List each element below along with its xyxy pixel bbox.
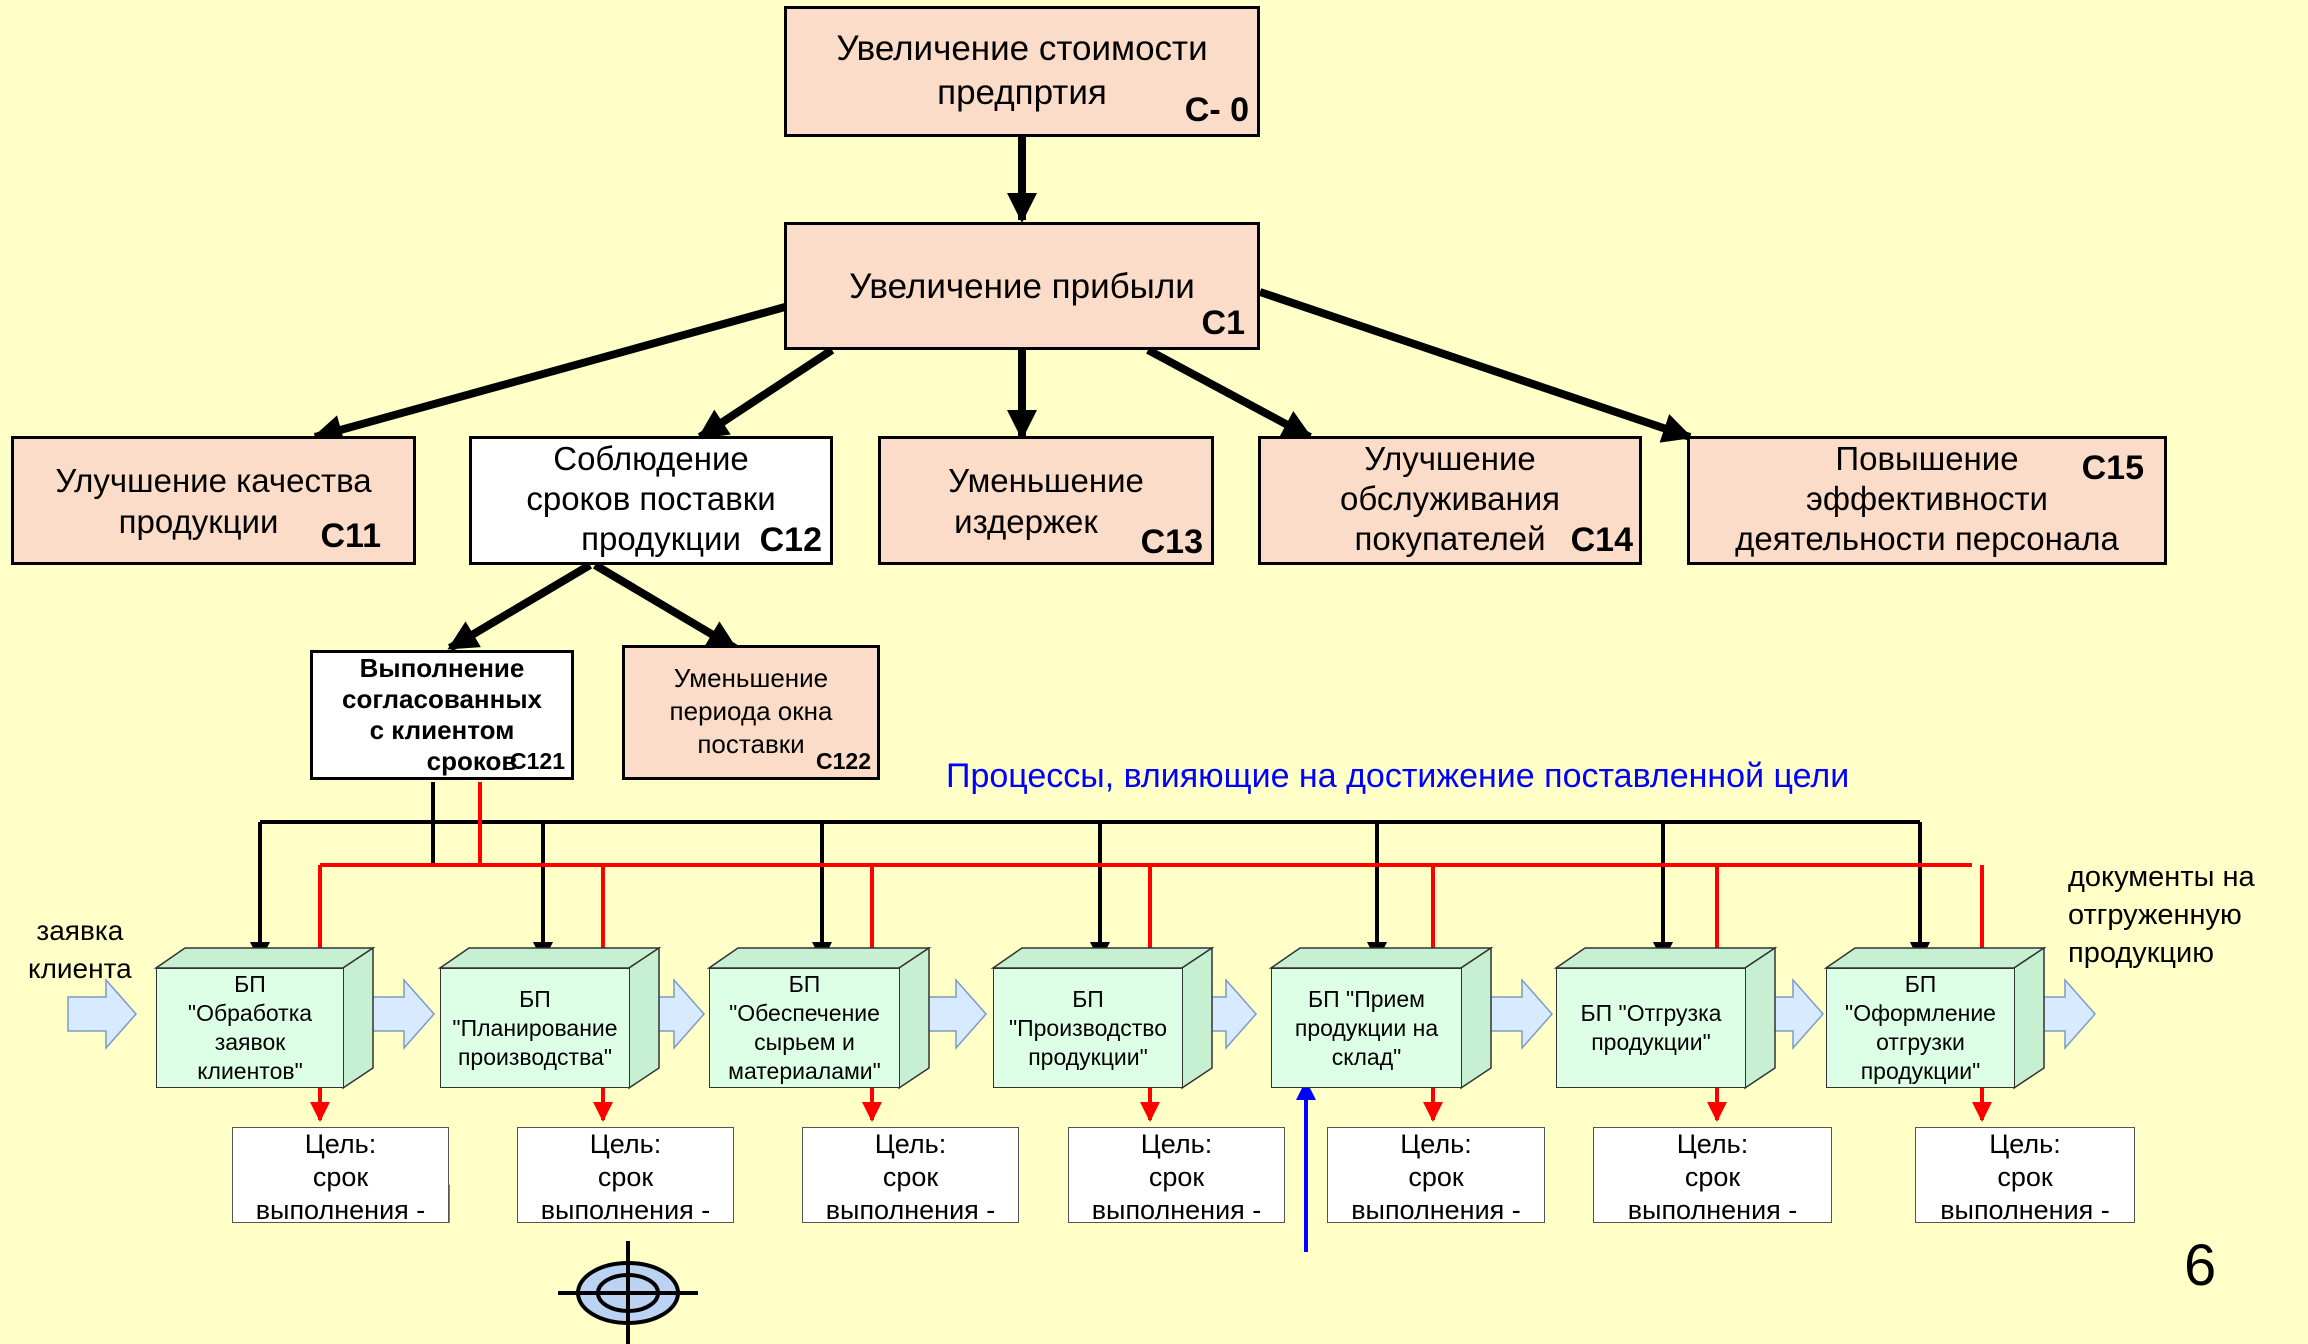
goal-c13-line2: издержек: [954, 503, 1098, 540]
goal-c11-line2: продукции: [118, 503, 279, 540]
target-note-line3: выполнения -: [1940, 1195, 2110, 1225]
target-note-line2: срок: [312, 1162, 369, 1192]
target-note-line1: Цель:: [1400, 1129, 1472, 1159]
input-label: заявка клиента: [28, 912, 132, 988]
target-note-line2: срок: [1684, 1162, 1741, 1192]
goal-c13-code: С13: [1140, 523, 1203, 561]
target-note-line1: Цель:: [304, 1129, 377, 1159]
goal-c14-line1: Улучшение: [1364, 440, 1536, 477]
goal-c15: Повышение эффективности деятельности пер…: [1687, 436, 2167, 565]
goal-c0-line1: Увеличение стоимости: [836, 29, 1208, 68]
goal-c0: Увеличение стоимости предпртия С- 0: [784, 6, 1260, 137]
target-note-line2: срок: [1148, 1162, 1205, 1192]
goal-c13-line1: Уменьшение: [948, 462, 1144, 499]
process-block: БП "Оформление отгрузки продукции": [1826, 968, 2015, 1088]
goal-c121: Выполнение согласованных с клиентом срок…: [310, 650, 574, 780]
arrow-c1-to-c14: [1146, 346, 1313, 441]
target-note: Цель: срок выполнения -: [517, 1127, 734, 1225]
arrow-c1-to-c12: [697, 346, 835, 441]
process-block: БП "Производство продукции": [993, 968, 1183, 1088]
goal-c14-line3: покупателей: [1354, 520, 1546, 557]
goal-c14-line2: обслуживания: [1339, 480, 1561, 517]
flow-arrow-5: [1483, 978, 1554, 1050]
goal-c121-line4: сроков: [426, 746, 518, 776]
target-note-line3: выполнения -: [1627, 1195, 1798, 1225]
page-number: 6: [2184, 1233, 2217, 1298]
input-label-line2: клиента: [28, 953, 132, 984]
goal-c12-code: С12: [759, 521, 822, 559]
target-note-line3: выполнения -: [825, 1195, 996, 1225]
target-note-line3: выполнения -: [1351, 1195, 1521, 1225]
goal-c15-line1: Повышение: [1835, 440, 2019, 477]
goal-c12: Соблюдение сроков поставки продукции С12: [469, 436, 833, 565]
target-note: Цель: срок выполнения -: [1068, 1127, 1285, 1225]
goal-c122-line2: периода окна: [669, 696, 833, 726]
process-block: БП "Отгрузка продукции": [1556, 968, 1746, 1088]
arrow-c12-to-c122: [592, 561, 738, 652]
target-note-line2: срок: [597, 1162, 654, 1192]
target-note-line1: Цель:: [874, 1129, 947, 1159]
goal-c1-label: Увеличение прибыли: [849, 267, 1195, 306]
goal-c12-line1: Соблюдение: [553, 440, 749, 477]
target-note: Цель: срок выполнения -: [1593, 1127, 1832, 1225]
goal-c1: Увеличение прибыли С1: [784, 222, 1260, 350]
output-label-line2: отгруженную: [2068, 899, 2242, 931]
black-distribution-lines: [258, 782, 1930, 962]
goal-c122-line3: поставки: [697, 729, 805, 759]
output-label-line3: продукцию: [2068, 937, 2214, 969]
crosshair-target-icon: [558, 1241, 698, 1344]
target-note-line1: Цель:: [589, 1129, 662, 1159]
goal-c1-code: С1: [1201, 304, 1245, 342]
target-note-line2: срок: [1997, 1162, 2053, 1192]
goal-c12-line3: продукции: [581, 520, 741, 557]
target-note-line1: Цель:: [1989, 1129, 2061, 1159]
goal-c0-code: С- 0: [1184, 91, 1249, 129]
target-note-line3: выполнения -: [1091, 1195, 1262, 1225]
goal-c14-code: С14: [1570, 521, 1633, 559]
process-block: БП "Обработка заявок клиентов": [156, 968, 344, 1088]
target-note: Цель: срок выполнения -: [802, 1127, 1019, 1225]
target-note-line3: выполнения -: [255, 1195, 426, 1225]
goal-c15-line2: эффективности: [1805, 480, 2048, 517]
process-block: БП "Прием продукции на склад": [1271, 968, 1462, 1088]
output-label: документы на отгруженную продукцию: [2068, 858, 2255, 972]
goal-c121-line2: согласованных: [341, 684, 542, 714]
flow-arrow-1: [365, 978, 436, 1050]
goal-c122: Уменьшение периода окна поставки С122: [622, 645, 880, 780]
process-block: БП "Планирование производства": [440, 968, 630, 1088]
goal-c121-line3: с клиентом: [369, 715, 515, 745]
target-note-line2: срок: [1408, 1162, 1464, 1192]
target-note: Цель: срок выполнения -: [1915, 1127, 2135, 1225]
processes-heading: Процессы, влияющие на достижение поставл…: [946, 757, 1850, 795]
target-note-line1: Цель:: [1140, 1129, 1213, 1159]
goal-c122-code: С122: [816, 748, 871, 774]
process-block: БП "Обеспечение сырьем и материалами": [709, 968, 900, 1088]
flow-arrow-input: [67, 978, 138, 1050]
goal-c13: Уменьшение издержек С13: [878, 436, 1214, 565]
goal-c122-line1: Уменьшение: [673, 663, 829, 693]
target-note-line3: выполнения -: [540, 1195, 711, 1225]
input-label-line1: заявка: [36, 915, 124, 946]
process-block-sides: [153, 946, 2047, 1090]
goal-c11-line1: Улучшение качества: [55, 462, 372, 499]
goal-c0-line2: предпртия: [937, 73, 1107, 112]
arrow-c1-to-c15: [1258, 288, 1693, 443]
goal-c12-line2: сроков поставки: [526, 480, 776, 517]
goal-c121-line1: Выполнение: [359, 653, 525, 683]
target-note: Цель: срок выполнения -: [1327, 1127, 1545, 1225]
goal-c11: Улучшение качества продукции С11: [11, 436, 416, 565]
goal-c15-line3: деятельности персонала: [1735, 520, 2119, 557]
target-note-line2: срок: [882, 1162, 939, 1192]
goal-c14: Улучшение обслуживания покупателей С14: [1258, 436, 1642, 565]
goal-tree-arrows: [312, 135, 1693, 652]
goal-c11-code: С11: [320, 517, 382, 555]
target-note: Цель: срок выполнения -: [232, 1127, 449, 1225]
arrow-c1-to-c11: [312, 303, 787, 445]
goal-c121-code: С121: [510, 748, 565, 774]
goal-c15-code: С15: [2081, 449, 2144, 487]
arrow-c12-to-c121: [447, 561, 593, 652]
target-note-line1: Цель:: [1676, 1129, 1749, 1159]
output-label-line1: документы на: [2068, 861, 2255, 893]
